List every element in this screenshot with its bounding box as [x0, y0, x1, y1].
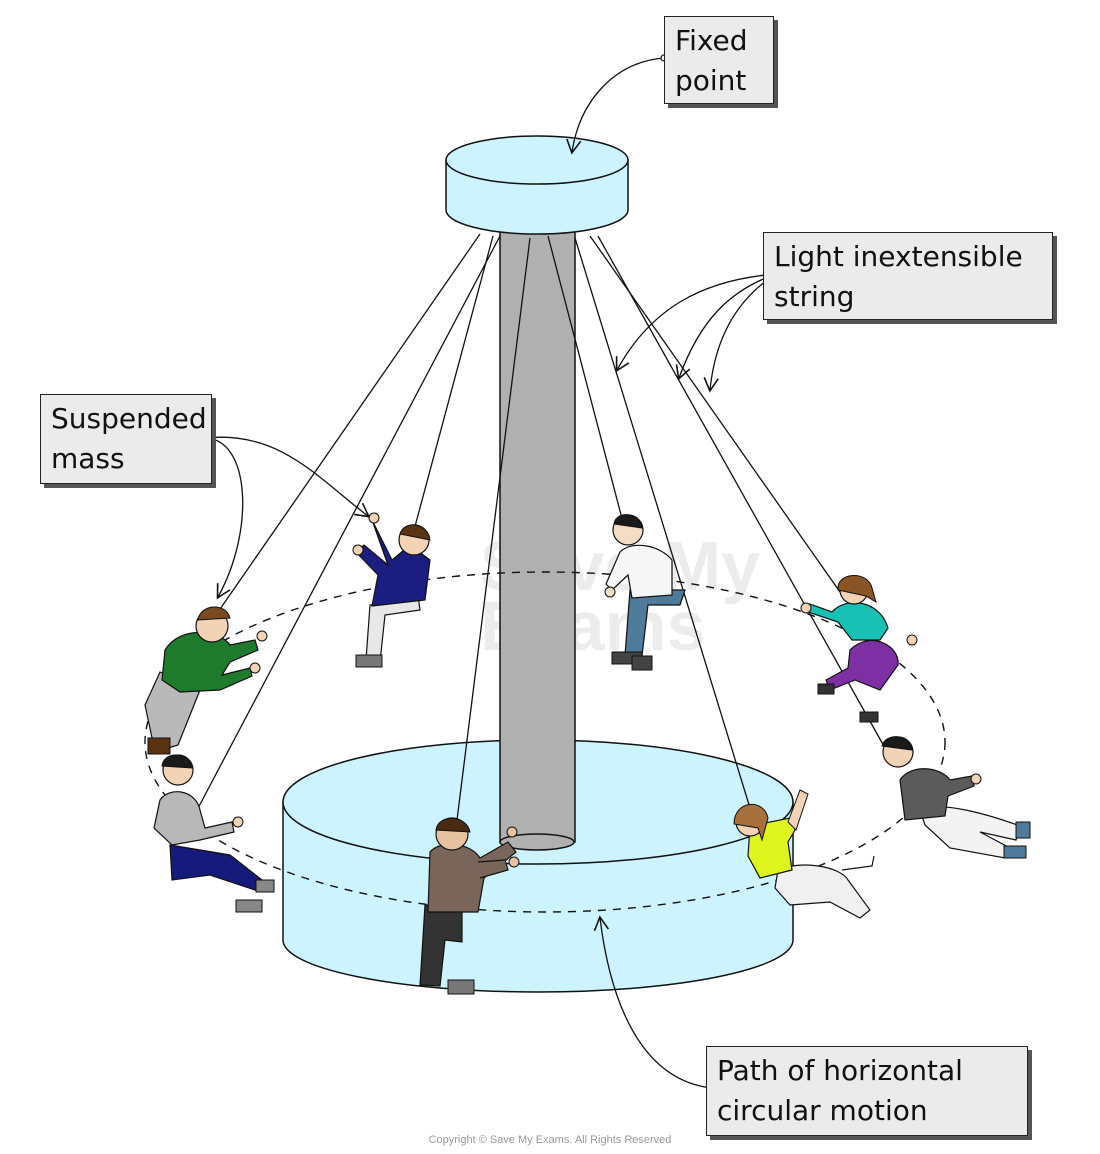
person-teal-shirt [800, 575, 918, 723]
circular-path [144, 571, 946, 913]
label-fixed-point: Fixed point [664, 16, 774, 104]
person-yellow-shirt [733, 789, 875, 919]
strings [195, 233, 886, 829]
label-mass-line-1: Suspended [51, 402, 207, 435]
person-gray-shirt-left [153, 754, 275, 913]
label-string-line-2: string [774, 280, 855, 313]
string-navy [409, 235, 494, 546]
label-string-line-1: Light inextensible [774, 240, 1023, 273]
arrow-mass-1 [205, 437, 244, 600]
person-brown-shirt [419, 817, 520, 995]
string-green [217, 233, 481, 613]
fixed-point-disc [445, 135, 629, 235]
string-yellow [574, 237, 751, 809]
label-fixed-point-line-1: Fixed [675, 24, 748, 57]
person-green-shirt [144, 606, 268, 755]
person-navy-shirt [352, 512, 431, 668]
label-mass-line-2: mass [51, 442, 125, 475]
string-brown [455, 237, 531, 829]
central-pole [499, 224, 576, 843]
string-white [547, 235, 626, 531]
copyright-notice: Copyright © Save My Exams. All Rights Re… [428, 1134, 672, 1146]
arrow-path [593, 915, 713, 1089]
arrow-string-1 [615, 273, 777, 373]
label-suspended-mass: Suspended mass [40, 394, 212, 484]
label-fixed-point-line-2: point [675, 64, 747, 97]
arrow-mass-2 [205, 436, 371, 518]
arrow-string-2 [675, 273, 777, 381]
arrow-fixed-point [566, 57, 665, 155]
label-path-line-1: Path of horizontal [717, 1054, 963, 1087]
string-gray-right [597, 235, 886, 749]
label-path-line-2: circular motion [717, 1094, 928, 1127]
person-white-shirt [604, 514, 686, 671]
person-gray-shirt-right [881, 736, 1031, 859]
string-gray-left [195, 235, 501, 813]
label-string: Light inextensible string [763, 232, 1053, 320]
label-path: Path of horizontal circular motion [706, 1046, 1028, 1136]
